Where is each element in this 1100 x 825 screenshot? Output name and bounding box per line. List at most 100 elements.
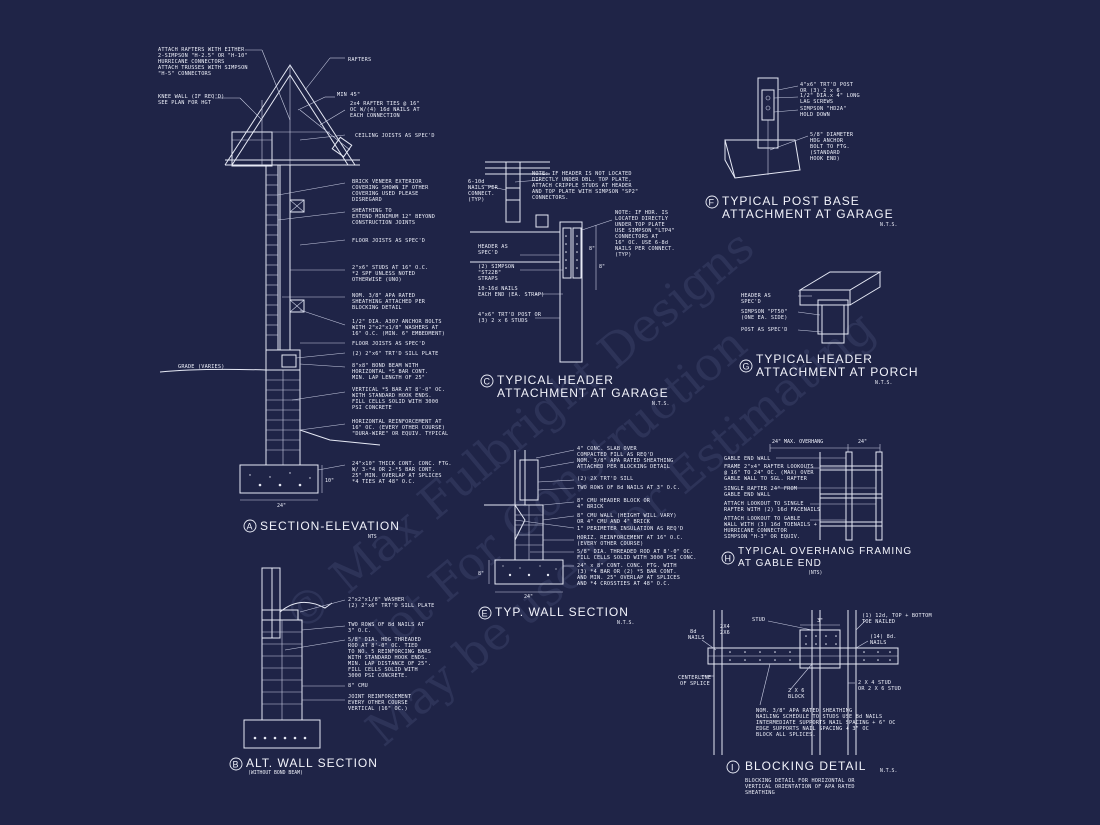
svg-text:8": 8" — [478, 571, 484, 577]
detail-c-note: 6-10d — [468, 179, 485, 185]
detail-e-note: AND MIN. 25" OVERLAP AT SPLICES — [577, 575, 680, 581]
detail-i-note: NOM. 3/8" APA RATED SHEATHING — [756, 708, 852, 714]
detail-a-drawing: 24" 10" ATTACH RAFTERS WITH EITHER — [158, 47, 452, 540]
detail-i-note: 2 X 4 STUD — [858, 680, 891, 686]
detail-i-note: INTERMEDIATE SUPPORTS NAIL SPACING + 6" … — [756, 720, 896, 726]
detail-h-sub: (NTS) — [808, 570, 822, 576]
detail-h-notes: GABLE END WALL FRAME 2"x4" RAFTER LOOKOU… — [724, 456, 820, 540]
detail-i-drawing: 3" 8d NAILS 2X4 2X6 STUD CENTERLINE OF S… — [678, 610, 932, 796]
svg-text:8": 8" — [589, 246, 595, 252]
detail-b-note: 8" CMU — [348, 683, 368, 689]
detail-h-note: HURRICANE CONNECTOR — [724, 528, 788, 534]
detail-h-note: GABLE END WALL — [724, 492, 771, 498]
detail-f-letter: F — [709, 198, 715, 208]
detail-c-label: C TYPICAL HEADER ATTACHMENT AT GARAGE N.… — [480, 373, 669, 407]
detail-a-note: ATTACH RAFTERS WITH EITHER — [158, 47, 245, 53]
detail-b-note: TO NO. 5 REINFORCING BARS — [348, 649, 431, 655]
detail-a-note: 25" MIN. OVERLAP AT SPLICES — [352, 473, 442, 479]
detail-f-note: (STANDARD — [810, 150, 840, 156]
detail-e-note: 5/8" DIA. THREADED ROD AT 8'-0" OC. — [577, 549, 693, 555]
detail-f-note: HOLD DOWN — [800, 112, 830, 118]
detail-c-note: NAILS PER — [468, 185, 499, 191]
detail-e-title: TYP. WALL SECTION — [495, 605, 629, 619]
detail-a-title: SECTION-ELEVATION — [260, 519, 400, 533]
detail-a-note: HORIZONTAL REINFORCEMENT AT — [352, 419, 442, 425]
detail-e-note: 4" CONC. SLAB OVER — [577, 446, 637, 452]
detail-b-letter: B — [233, 760, 239, 770]
detail-a-note: ATTACH TRUSSES WITH SIMPSON — [158, 65, 248, 71]
detail-b-note: TWO ROWS OF 8d NAILS AT — [348, 622, 424, 628]
detail-a-note: BRICK VENEER EXTERIOR — [352, 179, 422, 185]
detail-f-note: HOOK END) — [810, 156, 840, 162]
svg-text:10": 10" — [325, 478, 334, 484]
detail-a-note: FLOOR JOISTS AS SPEC'D — [352, 341, 425, 347]
detail-h-note: GABLE WALL TO SGL. RAFTER — [724, 476, 808, 482]
detail-b-note: 3" O.C. — [348, 628, 371, 634]
detail-h-dim-right: 24" — [858, 439, 867, 445]
detail-g-note: SPEC'D — [741, 299, 761, 305]
detail-b-drawing: 2"x2"x1/8" WASHER (2) 2"x6" TRT'D SILL P… — [229, 567, 434, 776]
detail-c-note: STRAPS — [478, 276, 498, 282]
detail-a-note: COVERING SHOWN IF OTHER — [352, 185, 429, 191]
detail-c-note: 4"x6" TRT'D POST OR — [478, 312, 542, 318]
detail-b-notes: 2"x2"x1/8" WASHER (2) 2"x6" TRT'D SILL P… — [348, 597, 434, 712]
detail-i-note: BLOCKING DETAIL FOR HORIZONTAL OR — [745, 778, 855, 784]
detail-e-sub: N.T.S. — [617, 620, 634, 626]
detail-b-note: 2"x2"x1/8" WASHER — [348, 597, 405, 603]
detail-i-note: 2 X 6 — [788, 688, 805, 694]
detail-g-note: (ONE EA. SIDE) — [741, 315, 788, 321]
detail-e-label: E TYP. WALL SECTION N.T.S. — [478, 605, 634, 626]
detail-i-note: TOE NAILED — [862, 619, 895, 625]
detail-h-note: @ 16" TO 24" OC. (MAX) OVER — [724, 470, 814, 476]
detail-h-note: FRAME 2"x4" RAFTER LOOKOUTS — [724, 464, 814, 470]
detail-c-note: EACH END (EA. STRAP) — [478, 292, 544, 298]
detail-c-note: AND TOP PLATE WITH SIMPSON "SP2" — [532, 189, 638, 195]
detail-a-note: 2-SIMPSON "H-2.5" OR "H-10" — [158, 53, 248, 59]
detail-h-letter: H — [725, 554, 732, 564]
detail-i-note: 2X4 — [720, 624, 730, 630]
detail-i-note: BLOCK ALL SPLICES. — [756, 732, 816, 738]
detail-b-note: WITH STANDARD HOOK ENDS. — [348, 655, 428, 661]
detail-c-note: "ST22B" — [478, 270, 501, 276]
detail-a-note: "DURA-WIRE" OR EQUIV. TYPICAL — [352, 431, 448, 437]
detail-a-note: VERTICAL *5 BAR AT 8'-0" OC. — [352, 387, 445, 393]
detail-i-sub: N.T.S. — [880, 768, 897, 774]
detail-a-note: *4 TIES AT 48" O.C. — [352, 479, 415, 485]
detail-f-drawing: 4"x6" TRT'D POST OR (3) 2 x 6 1/2" DIA.x… — [705, 77, 897, 228]
detail-e-note: 1" PERIMETER INSULATION AS REQ'D — [577, 526, 683, 532]
detail-g-note: POST AS SPEC'D — [741, 327, 788, 333]
detail-e-note: 4" BRICK — [577, 504, 604, 510]
svg-text:8": 8" — [599, 264, 605, 270]
detail-b-note: EVERY OTHER COURSE — [348, 700, 408, 706]
detail-a-note: KNEE WALL (IF REQ'D) — [158, 94, 224, 100]
detail-b-note: 5/8" DIA. HDG THREADED — [348, 637, 421, 643]
detail-b-title: ALT. WALL SECTION — [246, 756, 378, 770]
detail-a-note: (2) 2"x6" TRT'D SILL PLATE — [352, 351, 438, 357]
detail-a-note: SHEATHING ATTACHED PER — [352, 299, 426, 305]
detail-f-title2: ATTACHMENT AT GARAGE — [722, 207, 894, 221]
detail-a-note: SEE PLAN FOR HGT — [158, 100, 211, 106]
detail-a-note: NOM. 3/8" APA RATED — [352, 293, 415, 299]
detail-a-note: 1/2" DIA. A307 ANCHOR BOLTS — [352, 319, 442, 325]
detail-i-note: STUD — [752, 617, 765, 623]
detail-e-note: OR 4" CMU AND 4" BRICK — [577, 519, 651, 525]
detail-c-note: 16" OC. USE 6-8d — [615, 240, 668, 246]
detail-i-note: CENTERLINE — [678, 675, 711, 681]
detail-a-note: FLOOR JOISTS AS SPEC'D — [352, 238, 425, 244]
detail-f-note: SIMPSON "HD2A" — [800, 106, 847, 112]
detail-b-note: ROD AT 8'-0" OC. TIED — [348, 643, 418, 649]
detail-a-note: 24"x10" THICK CONT. CONC. FTG. — [352, 461, 452, 467]
detail-h-drawing: 24" MAX. OVERHANG 24" GABLE END WALL FRA… — [721, 439, 911, 576]
detail-g-notes: HEADER AS SPEC'D SIMPSON "PT50" (ONE EA.… — [741, 293, 788, 333]
detail-c-note: NOTE: IF HEADER IS NOT LOCATED — [532, 171, 632, 177]
detail-f-note: 5/8" DIAMETER — [810, 132, 854, 138]
detail-h-note: GABLE END WALL — [724, 456, 771, 462]
detail-a-note: DISREGARD — [352, 197, 382, 203]
detail-e-note: 8" CMU WALL (HEIGHT WILL VARY) — [577, 513, 677, 519]
detail-e-letter: E — [482, 609, 488, 619]
detail-i-label: I BLOCKING DETAIL N.T.S. — [726, 759, 897, 774]
detail-a-label: A SECTION-ELEVATION NTS — [243, 519, 400, 540]
detail-h-note: ATTACH LOOKOUT TO SINGLE — [724, 501, 804, 507]
svg-text:24": 24" — [524, 594, 533, 600]
detail-a-note: RAFTERS — [348, 57, 371, 63]
